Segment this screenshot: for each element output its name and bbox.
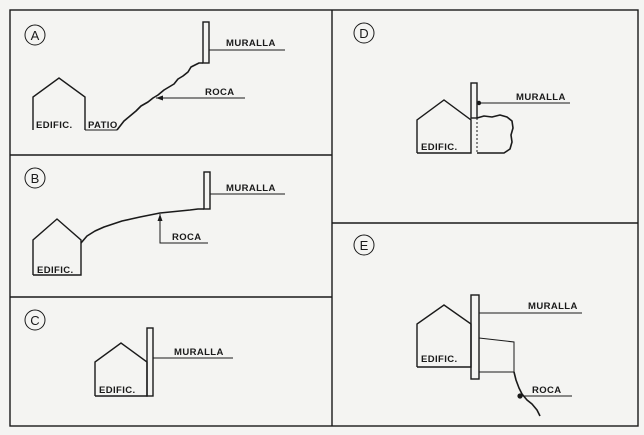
panel-d-letter: D	[359, 26, 368, 41]
panel-a-rock-slope	[116, 62, 203, 131]
panel-d-wall-label: MURALLA	[516, 92, 566, 103]
panel-b-rock-slope	[80, 208, 204, 244]
panel-e-badge: E	[353, 234, 375, 256]
panel-c-letter: C	[30, 313, 39, 328]
panel-a-wall-label: MURALLA	[226, 38, 276, 49]
panel-a-badge: A	[24, 24, 46, 46]
panel-b-building-label: EDIFIC.	[37, 265, 74, 276]
panel-a-building-label: EDIFIC.	[36, 120, 73, 131]
panel-d: D EDIFIC. MURALLA	[353, 22, 570, 154]
panel-d-rock-mass	[476, 114, 514, 154]
panel-b-rock-label: ROCA	[172, 232, 202, 243]
panel-b-building	[32, 218, 82, 276]
panel-a-yard-label: PATIO	[88, 120, 118, 131]
panel-e-building-label: EDIFIC.	[421, 354, 458, 365]
panel-b-letter: B	[31, 171, 40, 186]
panel-c-badge: C	[24, 309, 46, 331]
panel-d-wall	[470, 82, 478, 119]
panel-c-building	[94, 342, 148, 397]
panel-e-wall	[470, 294, 480, 380]
panel-a-rock-label: ROCA	[205, 87, 235, 98]
panel-b: B EDIFIC. MURALLA ROCA	[24, 167, 285, 276]
panel-a-letter: A	[31, 28, 40, 43]
panel-a: A EDIFIC. PATIO MURALLA ROCA	[24, 21, 285, 131]
panel-d-building	[416, 99, 472, 154]
panel-b-wall	[203, 171, 211, 210]
panel-c-wall-label: MURALLA	[174, 347, 224, 358]
panel-e-wall-label: MURALLA	[528, 301, 578, 312]
panel-d-building-label: EDIFIC.	[421, 142, 458, 153]
panel-c-building-label: EDIFIC.	[99, 385, 136, 396]
panel-e-rock-label: ROCA	[532, 385, 562, 396]
panel-b-wall-label: MURALLA	[226, 183, 276, 194]
panel-d-badge: D	[353, 22, 375, 44]
panel-c: C EDIFIC. MURALLA	[24, 309, 233, 397]
panel-e-letter: E	[360, 238, 369, 253]
panel-e: E EDIFIC. MURALLA ROCA	[353, 234, 582, 417]
panel-e-rock-slope	[513, 371, 541, 417]
panel-e-building	[416, 304, 472, 368]
panel-b-badge: B	[24, 167, 46, 189]
panel-a-wall	[202, 21, 210, 64]
panel-c-wall	[146, 327, 154, 397]
panel-a-building	[32, 77, 86, 130]
panel-frame	[9, 9, 639, 427]
